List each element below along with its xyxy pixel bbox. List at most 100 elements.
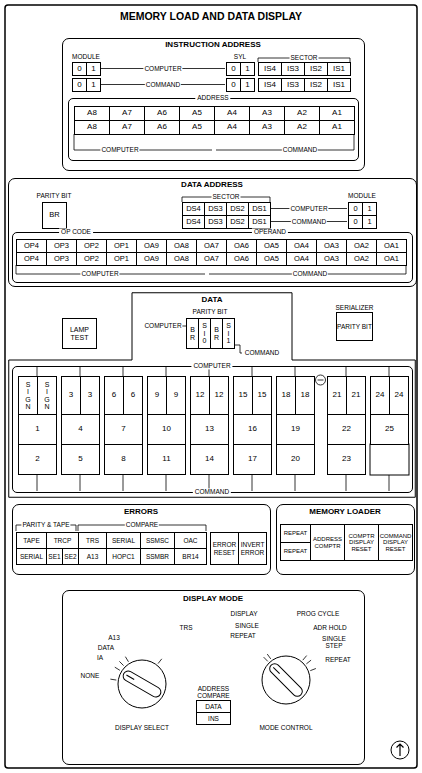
- cell-text: SI0: [202, 322, 208, 344]
- indicator-lamp: 6: [123, 376, 143, 415]
- indicator-lamp: A1: [319, 106, 355, 121]
- indicator-lamp: 6: [104, 376, 124, 415]
- cell-text: ADDRESS COMPARE: [192, 685, 236, 699]
- indicator-lamp: HOPC1: [106, 548, 141, 565]
- cell-text: LAMP TEST: [63, 326, 96, 341]
- outer-frame: [5, 5, 417, 768]
- cell-text: OP2: [84, 255, 99, 263]
- indicator-lamp: IS1: [327, 62, 351, 76]
- cell-text: 8: [121, 455, 125, 464]
- cell-text: OA1: [384, 242, 399, 250]
- indicator-lamp: OA9: [136, 239, 167, 253]
- indicator-lamp: 1: [18, 414, 57, 445]
- indicator-lamp: 24: [370, 376, 390, 415]
- tick-mark: [123, 475, 124, 491]
- cell-text: A13: [87, 553, 99, 560]
- row-leader: [101, 69, 225, 85]
- cell-text: DS3: [208, 218, 223, 226]
- tick-mark: [125, 657, 128, 662]
- indicator-lamp: A2: [284, 106, 320, 121]
- tick-mark: [115, 667, 120, 670]
- tick-mark: [110, 679, 116, 681]
- indicator-lamp: A5: [179, 120, 215, 135]
- cell-text: OA3: [324, 242, 339, 250]
- indicator-lamp: 2: [18, 444, 57, 475]
- panel-label: NONE: [80, 672, 101, 679]
- cell-text: OA4: [294, 242, 309, 250]
- indicator-lamp: OA5: [256, 252, 287, 266]
- cell-text: DS3: [208, 205, 223, 213]
- indicator-lamp: SERIAL: [106, 532, 141, 549]
- indicator-lamp: A4: [214, 106, 250, 121]
- indicator-lamp: 3: [61, 376, 81, 415]
- tick-mark: [80, 367, 81, 376]
- indicator-lamp: SERIAL: [16, 548, 47, 565]
- indicator-lamp: OA9: [136, 252, 167, 266]
- panel-heading: MEMORY LOADER: [309, 508, 381, 517]
- indicator-lamp: SSMBR: [140, 548, 175, 565]
- tick-mark: [346, 367, 347, 376]
- cell-text: A1: [332, 123, 342, 132]
- sign-symbol: [316, 375, 326, 385]
- indicator-lamp: SE2: [62, 548, 79, 565]
- cell-text: 20: [291, 455, 300, 464]
- cell-text: A7: [122, 123, 132, 132]
- indicator-lamp: A8: [74, 120, 110, 135]
- indicator-lamp: TRCP: [46, 532, 79, 549]
- cell-text: 1: [91, 65, 95, 74]
- cell-text: IS4: [264, 65, 276, 74]
- indicator-lamp: DS3: [204, 202, 227, 216]
- cell-text: 3: [69, 391, 73, 400]
- indicator-lamp: 12: [190, 376, 210, 415]
- operand-bracket: [16, 265, 406, 274]
- cell-text: SIGN: [44, 381, 50, 410]
- indicator-lamp: OA3: [316, 252, 347, 266]
- group-frame: COMPUTERCOMMANDSIGNSIGN12334566789910111…: [12, 366, 413, 493]
- cell-text: IS2: [310, 81, 322, 90]
- switch-pointer: [273, 667, 279, 673]
- indicator-lamp: OAC: [174, 532, 207, 549]
- cell-text: SE2: [64, 553, 76, 560]
- panel-label: SECTOR: [212, 193, 241, 200]
- indicator-lamp: OP3: [46, 252, 77, 266]
- cell-text: OP1: [114, 255, 129, 263]
- cell-text: IS1: [333, 81, 345, 90]
- indicator-lamp: OP2: [76, 239, 107, 253]
- tick-mark: [252, 367, 253, 376]
- indicator-lamp: 0: [348, 202, 363, 216]
- indicator-lamp: OA4: [286, 239, 317, 253]
- cell-text: 6: [112, 391, 116, 400]
- cell-text: SERIAL: [20, 553, 43, 560]
- indicator-lamp: REPEAT: [280, 524, 311, 543]
- cell-text: 9: [174, 391, 178, 400]
- indicator-lamp: IS4: [258, 62, 282, 76]
- panel-label: PARITY BIT: [192, 308, 229, 315]
- indicator-lamp: OA5: [256, 239, 287, 253]
- indicator-lamp: 9: [147, 376, 167, 415]
- cell-text: DATA: [205, 703, 221, 710]
- panel-heading: OP CODE: [59, 228, 93, 235]
- indicator-lamp: A13: [78, 548, 107, 565]
- cell-text: DS4: [186, 218, 201, 226]
- panel-label: MODULE: [71, 53, 101, 60]
- cell-text: BR: [214, 326, 220, 341]
- tick-mark: [37, 367, 38, 376]
- tick-mark: [252, 475, 253, 491]
- indicator-lamp: IS1: [327, 78, 351, 92]
- cell-text: PARITY BIT: [337, 323, 372, 330]
- cell-text: 5: [78, 455, 82, 464]
- indicator-lamp: 16: [233, 414, 272, 445]
- tick-mark: [389, 475, 390, 491]
- blank-lamp: [370, 444, 409, 475]
- panel-heading: ADDRESS: [195, 94, 230, 101]
- indicator-lamp: 0: [72, 62, 87, 76]
- indicator-lamp: A8: [74, 106, 110, 121]
- tick-mark: [264, 657, 268, 661]
- tick-mark: [37, 475, 38, 491]
- indicator-lamp: IS3: [281, 62, 305, 76]
- indicator-lamp: 22: [327, 414, 366, 445]
- tick-mark: [267, 654, 271, 659]
- indicator-lamp: 1: [240, 62, 255, 76]
- indicator-lamp: DS1: [248, 202, 271, 216]
- cell-text: 3: [88, 391, 92, 400]
